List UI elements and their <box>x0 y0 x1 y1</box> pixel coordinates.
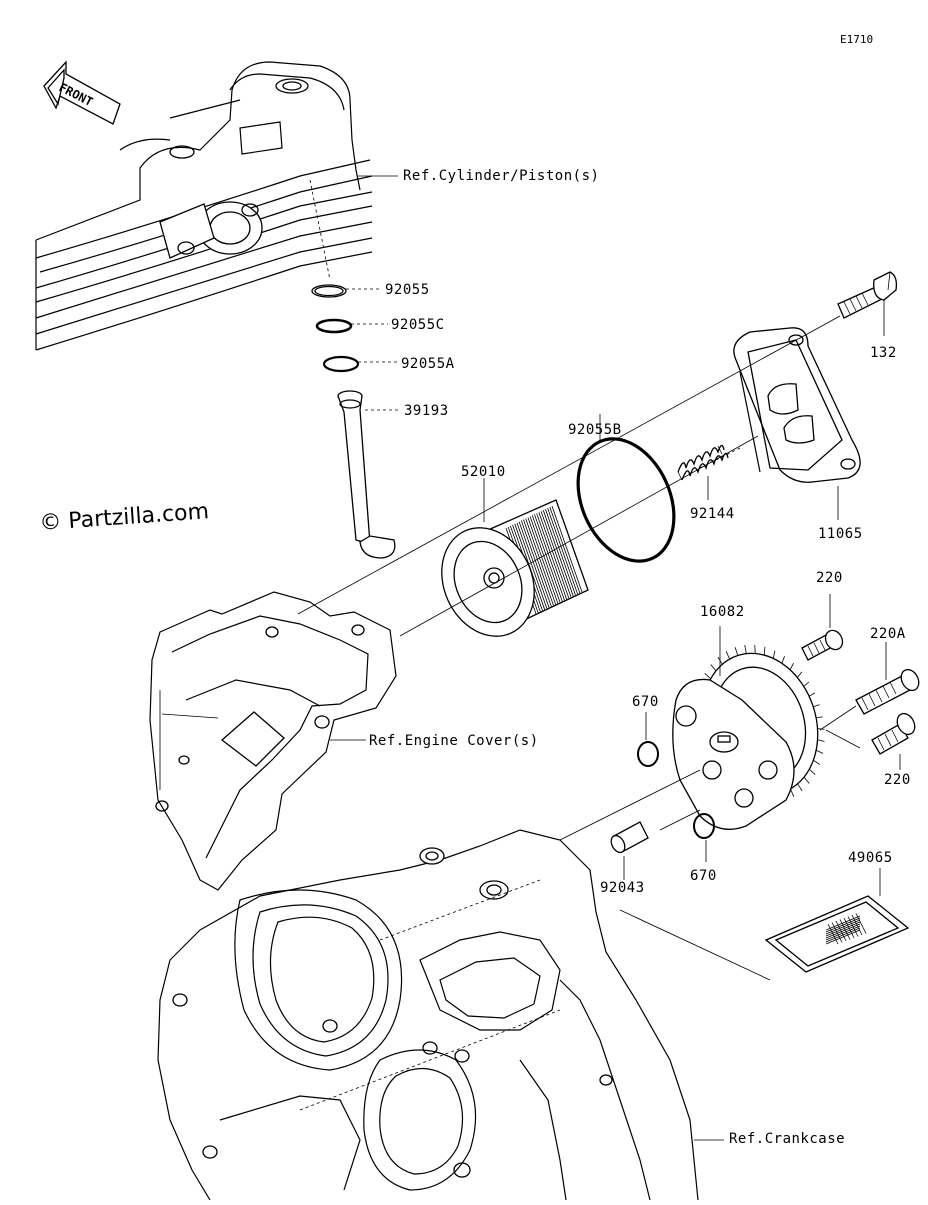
ref-cylinder-label: Ref.Cylinder/Piston(s) <box>403 168 599 184</box>
label-132: 132 <box>870 345 897 361</box>
bolt-132[interactable] <box>837 271 898 319</box>
oring-670-left[interactable] <box>637 741 659 767</box>
label-92043: 92043 <box>600 880 645 896</box>
oil-filter-52010[interactable] <box>425 499 589 651</box>
label-16082: 16082 <box>700 604 745 620</box>
ref-engine-cover-label: Ref.Engine Cover(s) <box>369 733 539 749</box>
engine-cover-drawing <box>149 591 397 891</box>
screw-220-bottom[interactable] <box>871 711 918 755</box>
label-220a: 220A <box>870 626 906 642</box>
oring-92055b[interactable] <box>560 424 692 577</box>
label-220-top: 220 <box>816 570 843 586</box>
label-670-left: 670 <box>632 694 659 710</box>
label-92055c: 92055C <box>391 317 445 333</box>
label-39193: 39193 <box>404 403 449 419</box>
spring-92144[interactable] <box>677 444 729 481</box>
label-220-bottom: 220 <box>884 772 911 788</box>
pin-92043[interactable] <box>608 821 649 855</box>
crankcase-drawing <box>157 829 699 1201</box>
diagram-code: E1710 <box>840 33 873 46</box>
screen-49065[interactable] <box>764 895 910 973</box>
label-11065: 11065 <box>818 526 863 542</box>
oring-92055[interactable] <box>311 284 347 298</box>
watermark: © Partzilla.com <box>39 499 210 536</box>
cylinder-head-drawing <box>35 61 373 351</box>
front-arrow-icon: FRONT <box>43 60 121 125</box>
oil-pump-16082[interactable] <box>672 638 836 830</box>
pipe-39193[interactable] <box>337 390 396 559</box>
label-49065: 49065 <box>848 850 893 866</box>
label-92144: 92144 <box>690 506 735 522</box>
oring-670-right[interactable] <box>693 813 715 839</box>
oring-92055c[interactable] <box>315 318 353 334</box>
label-52010: 52010 <box>461 464 506 480</box>
label-670-right: 670 <box>690 868 717 884</box>
label-92055: 92055 <box>385 282 430 298</box>
screw-220-top[interactable] <box>801 627 846 661</box>
label-92055b: 92055B <box>568 422 622 438</box>
screw-220a[interactable] <box>855 667 922 715</box>
oring-92055a[interactable] <box>322 355 360 373</box>
label-92055a: 92055A <box>401 356 455 372</box>
filter-cover-11065[interactable] <box>733 327 861 483</box>
ref-crankcase-label: Ref.Crankcase <box>729 1131 845 1147</box>
